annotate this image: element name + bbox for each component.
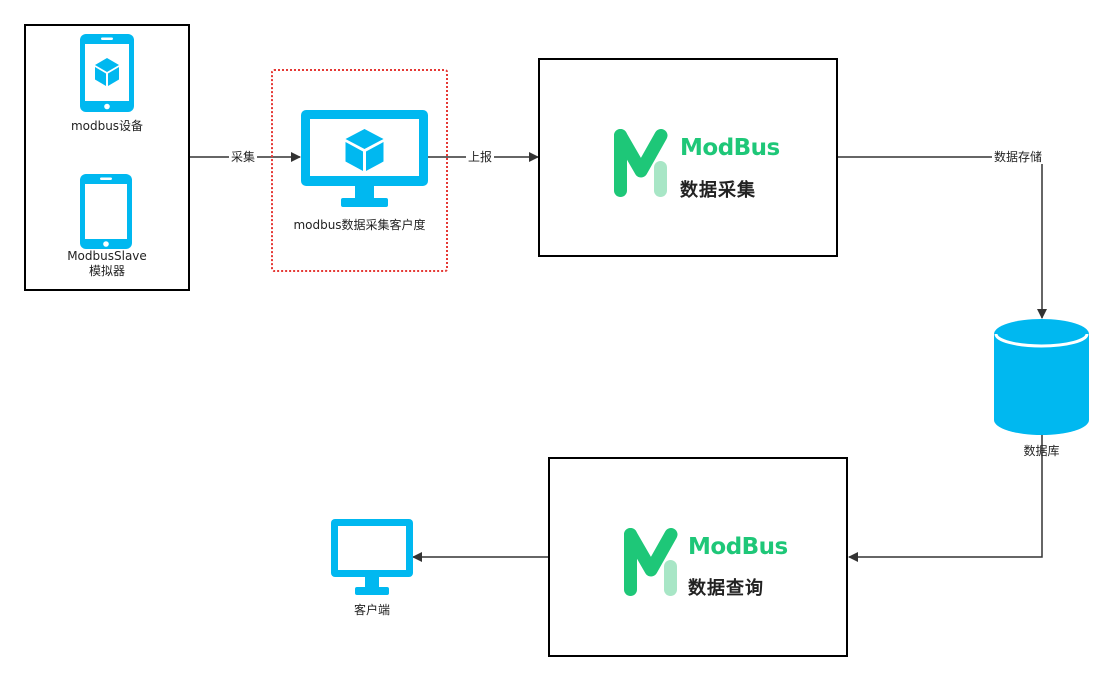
phone-icon [80, 174, 132, 249]
database-icon [994, 319, 1089, 435]
edge-db-to-query [848, 435, 1043, 562]
modbus-device-label: modbus设备 [70, 119, 144, 133]
modbus-logo-icon [614, 129, 668, 197]
client-label: 客户端 [353, 603, 390, 617]
collect-logo-text-en: ModBus [680, 135, 780, 161]
query-logo-text-cn: 数据查询 [688, 578, 764, 599]
edge-store [838, 156, 1047, 319]
edge-label-report: 上报 [466, 150, 495, 164]
collector-client-label: modbus数据采集客户度 [293, 218, 426, 232]
database-label: 数据库 [1023, 444, 1060, 458]
modbus-slave-label-2: 模拟器 [88, 264, 125, 278]
edge-label-store: 数据存储 [992, 150, 1045, 164]
modbus-slave-label-1: ModbusSlave [67, 249, 147, 263]
collect-service-box [538, 58, 838, 257]
tablet-cube-icon [80, 34, 134, 112]
edge-label-collect: 采集 [229, 150, 258, 164]
query-service-box [548, 457, 848, 657]
monitor-icon [331, 519, 413, 595]
modbus-logo-icon [624, 528, 678, 596]
monitor-cube-icon [301, 110, 428, 207]
collector-client-group [271, 69, 448, 272]
collect-logo-text-cn: 数据采集 [680, 180, 756, 201]
query-logo-text-en: ModBus [688, 534, 788, 560]
